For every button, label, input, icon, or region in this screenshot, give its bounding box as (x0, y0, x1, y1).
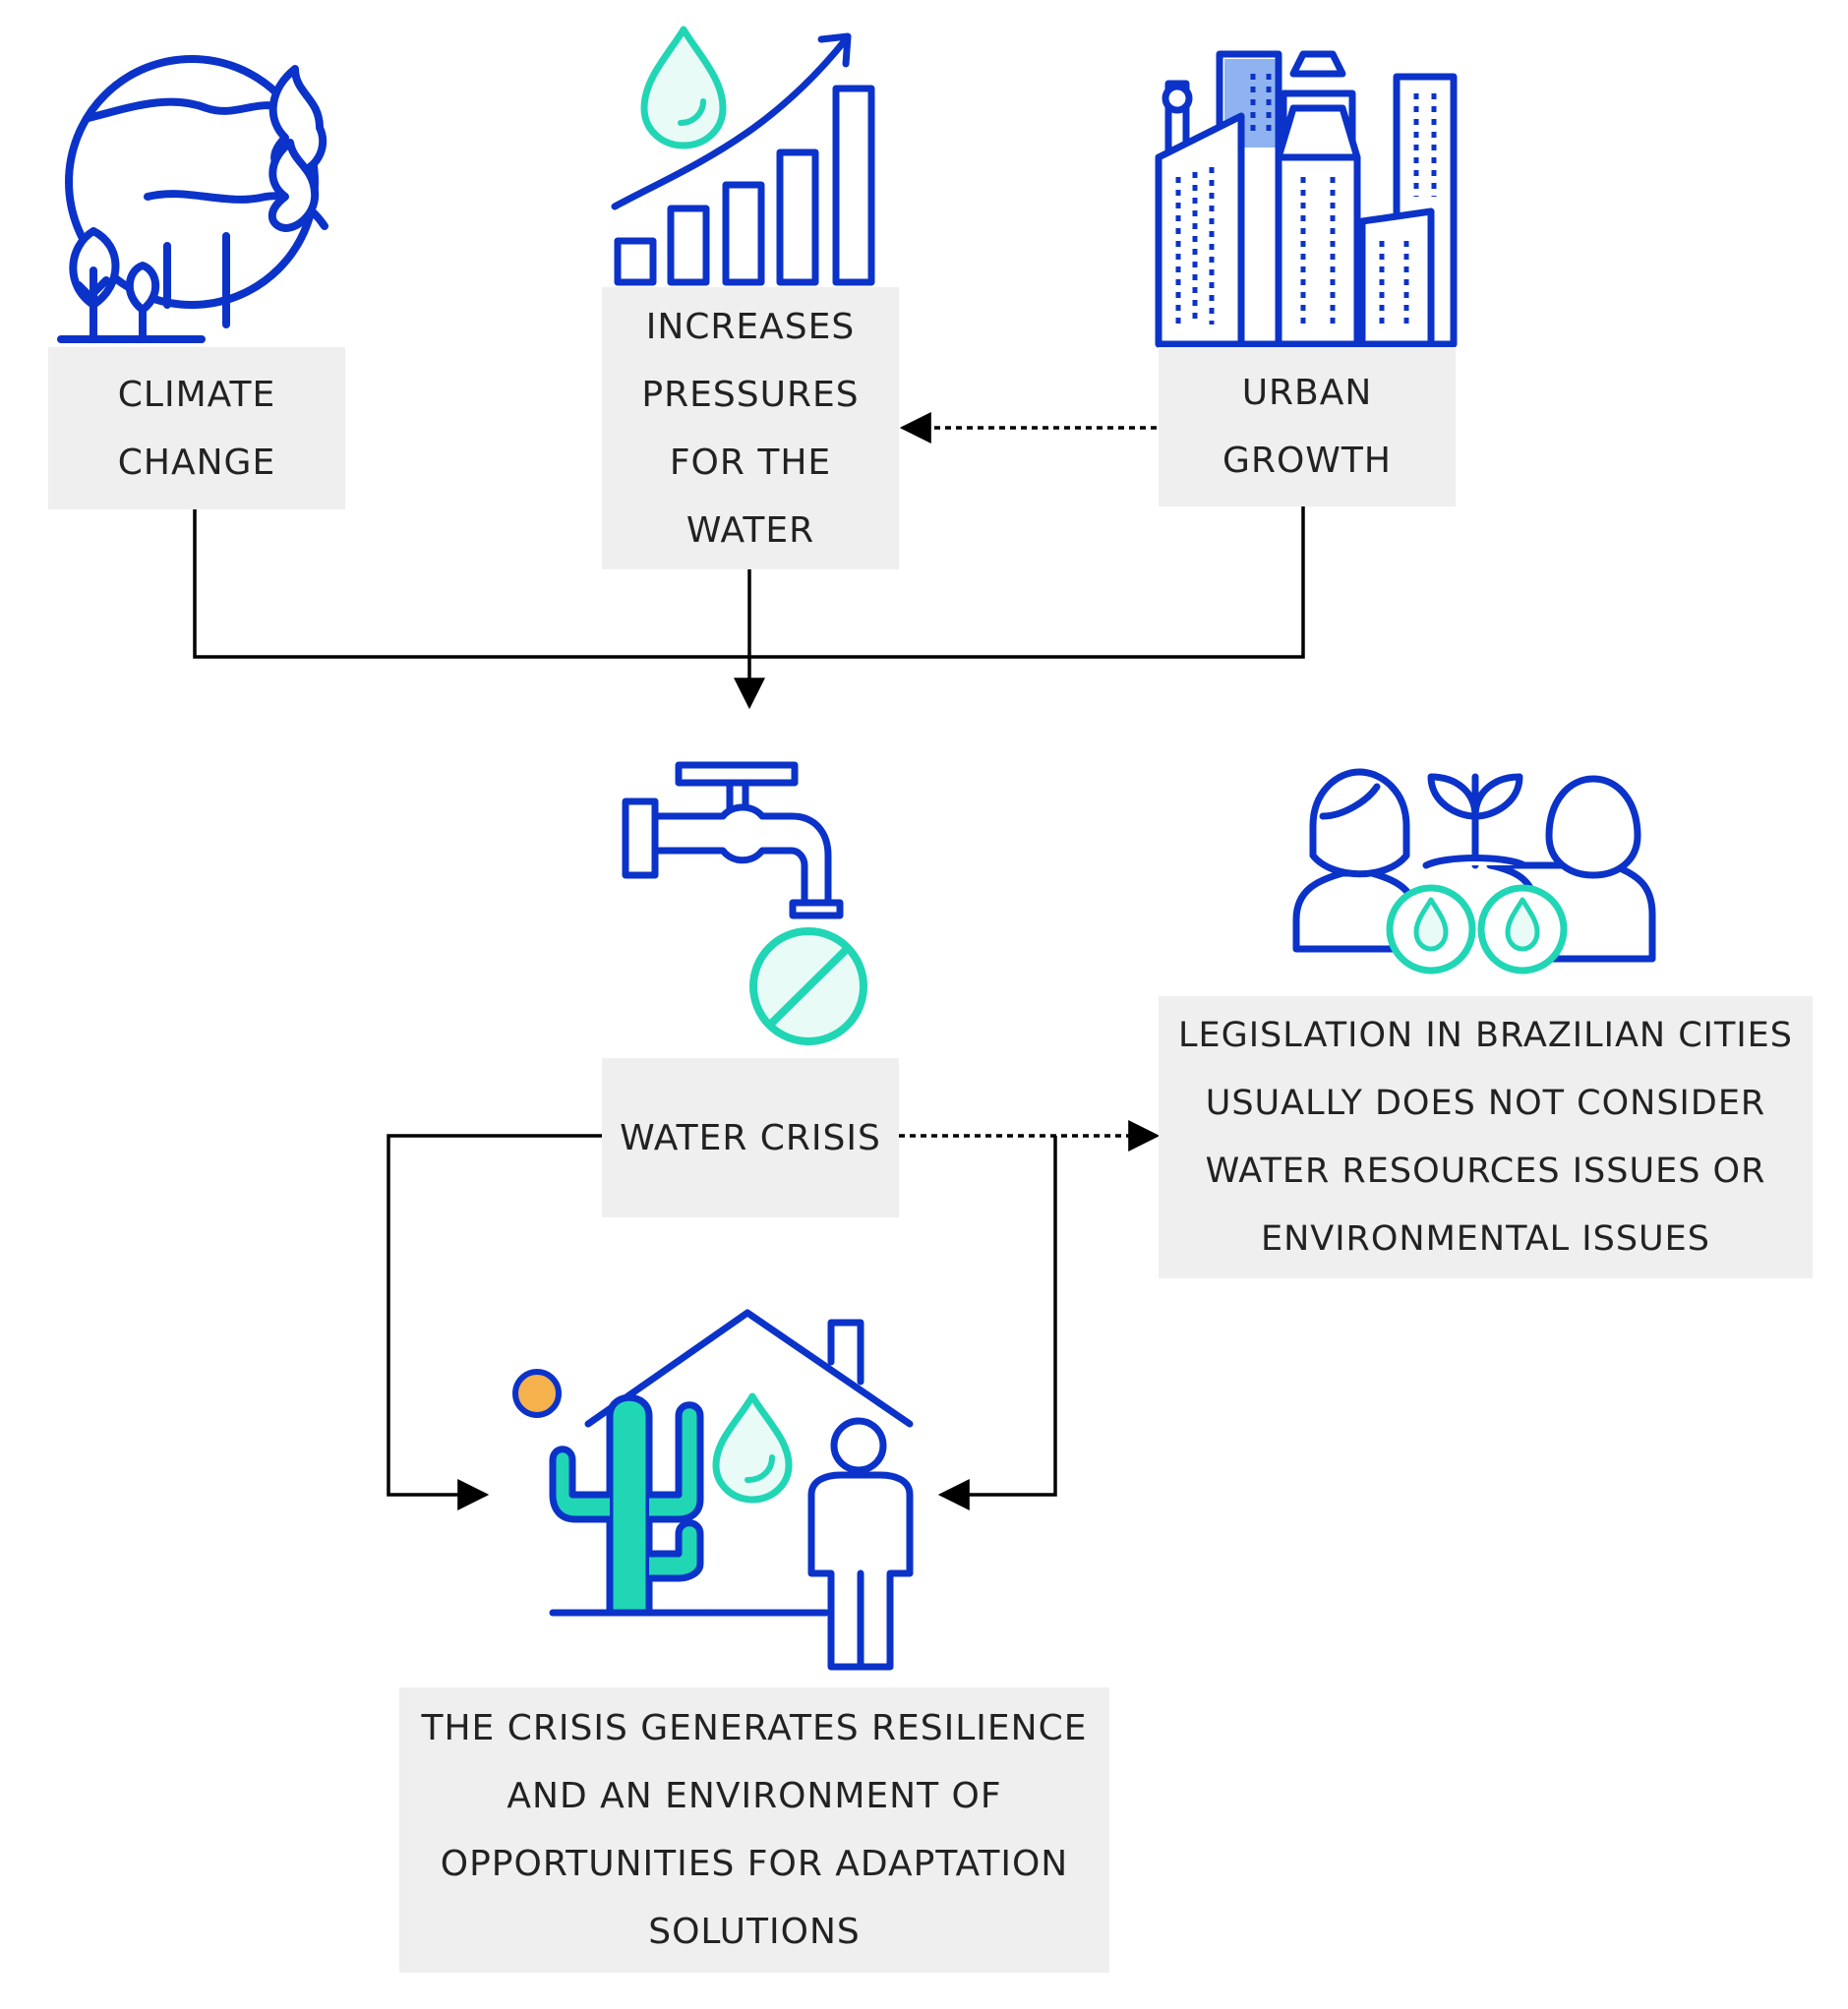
climate-change-box: CLIMATE CHANGE (48, 347, 345, 509)
legislation-line-2: USUALLY DOES NOT CONSIDER (1205, 1083, 1766, 1123)
pressures-line-4: WATER (686, 509, 815, 551)
connector-crisis-to-resilience-left (387, 1134, 602, 1510)
pressures-line-2: PRESSURES (641, 374, 860, 415)
connector-legislation-to-resilience-right (937, 1136, 1057, 1510)
resilience-line-1: THE CRISIS GENERATES RESILIENCE (421, 1708, 1088, 1748)
urban-growth-line-1: URBAN (1241, 373, 1373, 413)
house-cactus-person-icon (512, 1309, 914, 1671)
climate-change-line-1: CLIMATE (117, 374, 276, 415)
city-buildings-icon (1155, 50, 1458, 348)
increases-pressures-box: INCREASES PRESSURES FOR THE WATER (602, 287, 899, 569)
water-demand-chart-icon (611, 26, 875, 286)
legislation-line-1: LEGISLATION IN BRAZILIAN CITIES (1177, 1015, 1793, 1055)
globe-fire-icon (57, 55, 328, 343)
pressures-line-3: FOR THE (669, 442, 832, 483)
water-crisis-box: WATER CRISIS (602, 1058, 899, 1217)
urban-growth-box: URBAN GROWTH (1159, 347, 1456, 506)
resilience-box: THE CRISIS GENERATES RESILIENCE AND AN E… (399, 1687, 1109, 1973)
faucet-prohibited-icon (622, 761, 867, 1045)
water-crisis-line-1: WATER CRISIS (620, 1117, 881, 1158)
climate-change-line-2: CHANGE (117, 442, 276, 483)
resilience-line-4: SOLUTIONS (648, 1912, 861, 1952)
legislation-box: LEGISLATION IN BRAZILIAN CITIES USUALLY … (1159, 996, 1813, 1278)
resilience-line-2: AND AN ENVIRONMENT OF (507, 1776, 1002, 1816)
resilience-line-3: OPPORTUNITIES FOR ADAPTATION (440, 1844, 1069, 1884)
urban-growth-line-2: GROWTH (1222, 441, 1392, 481)
people-plant-water-icon (1292, 768, 1656, 975)
legislation-line-3: WATER RESOURCES ISSUES OR (1205, 1151, 1766, 1191)
connectors (193, 412, 1305, 1510)
legislation-line-4: ENVIRONMENTAL ISSUES (1260, 1218, 1711, 1259)
pressures-line-1: INCREASES (645, 306, 856, 347)
